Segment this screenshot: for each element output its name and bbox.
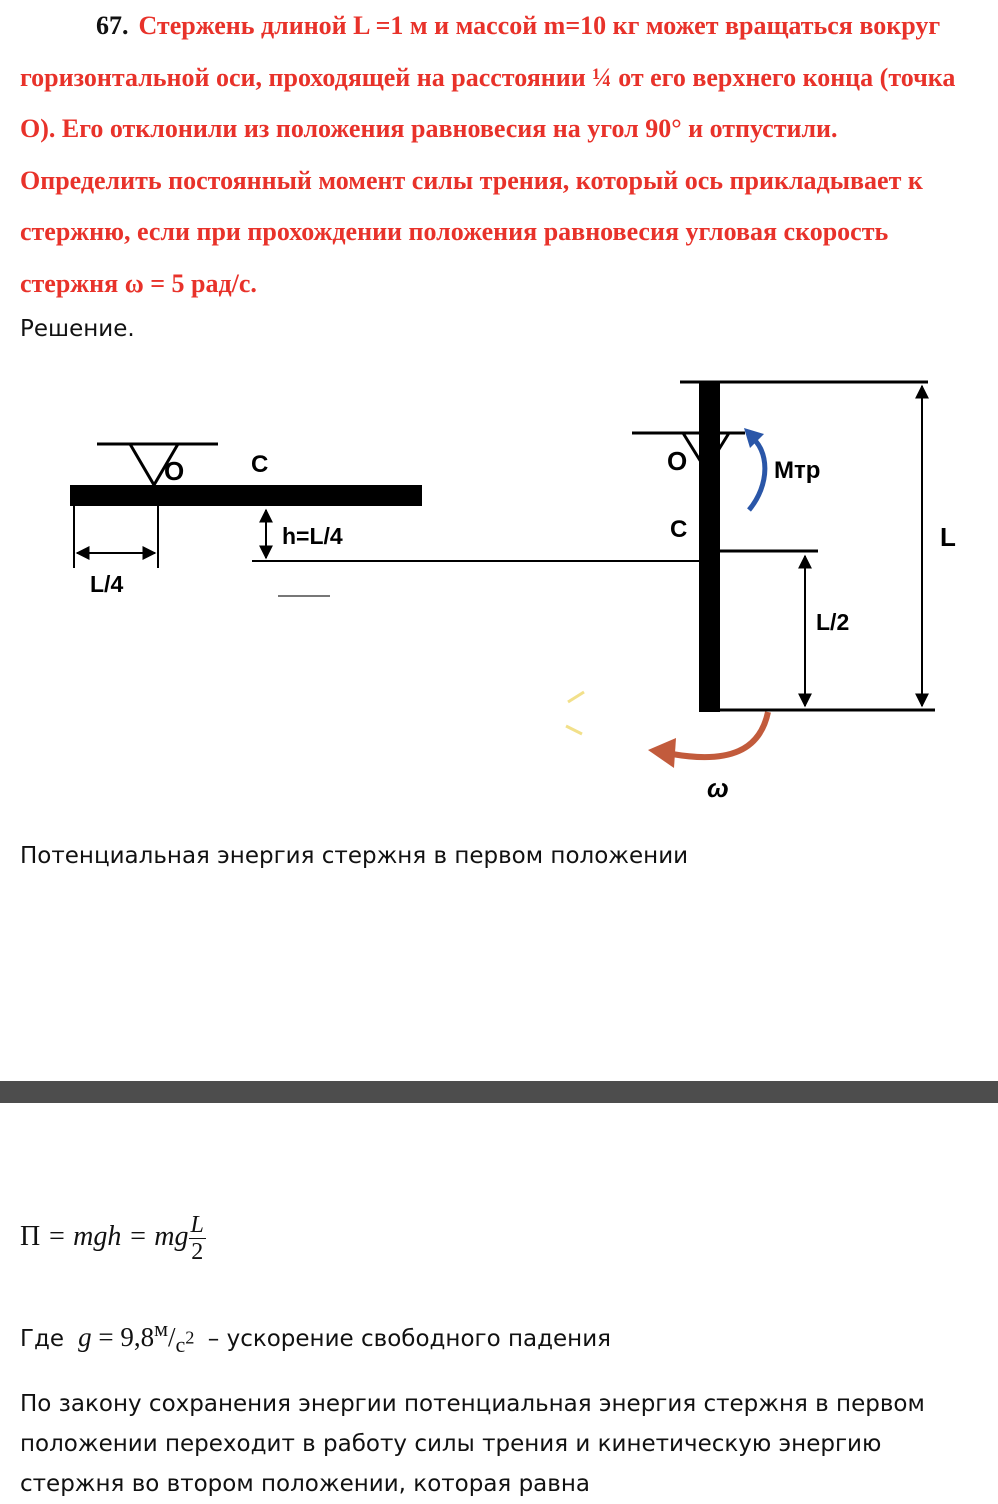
solution-label: Решение. [20,316,135,342]
gravity-symbol: g [78,1322,92,1352]
paragraph-energy-conservation: По закону сохранения энергии потенциальн… [20,1391,925,1497]
left-position: O C L/4 h=L/4 [70,442,702,597]
where-prefix: Где [20,1326,65,1352]
torque-arrow [747,433,768,512]
h-dimension-label: h=L/4 [282,523,343,549]
unit-exponent: 2 [185,1328,195,1349]
problem-statement: 67.Стержень длиной L =1 м и массой m=10 … [20,0,985,309]
formula-lhs: П [20,1220,41,1252]
right-center-label: C [670,516,687,543]
left-pivot-label: O [164,456,184,486]
torque-arrowhead [744,428,764,448]
half-dimension-label: L/2 [816,609,849,635]
where-suffix: – ускорение свободного падения [207,1326,612,1352]
gravity-value: 9,8 [120,1322,155,1352]
fraction-denominator: 2 [191,1239,204,1265]
omega-label: ω [707,773,729,803]
unit-denominator: с [175,1332,186,1358]
omega-arrowhead [648,738,676,768]
length-dimension-label: L [940,522,956,552]
right-position: O L C L/2 Мтр ω [565,380,956,803]
torque-label: Мтр [774,457,820,484]
quarter-dimension-label: L/4 [90,571,123,597]
omega-arrow [671,711,771,760]
formula-mgh: mgh [73,1220,122,1252]
left-center-label: C [251,451,268,478]
left-rod [70,485,422,506]
rod-diagram: O C L/4 h=L/4 O L C L/2 Мтр ω [70,380,956,803]
problem-number: 67. [96,11,129,40]
problem-text: Стержень длиной L =1 м и массой m=10 кг … [20,11,956,298]
faint-mark-a [567,690,585,704]
right-rod [699,382,720,712]
paragraph-potential-energy: Потенциальная энергия стержня в первом п… [20,843,689,869]
formula-mg: mg [154,1220,189,1252]
fraction-numerator: L [188,1212,206,1239]
page-divider [0,1081,998,1103]
faint-mark-b [565,724,583,736]
right-pivot-label: O [667,446,687,476]
unit-numerator: м [154,1316,168,1341]
